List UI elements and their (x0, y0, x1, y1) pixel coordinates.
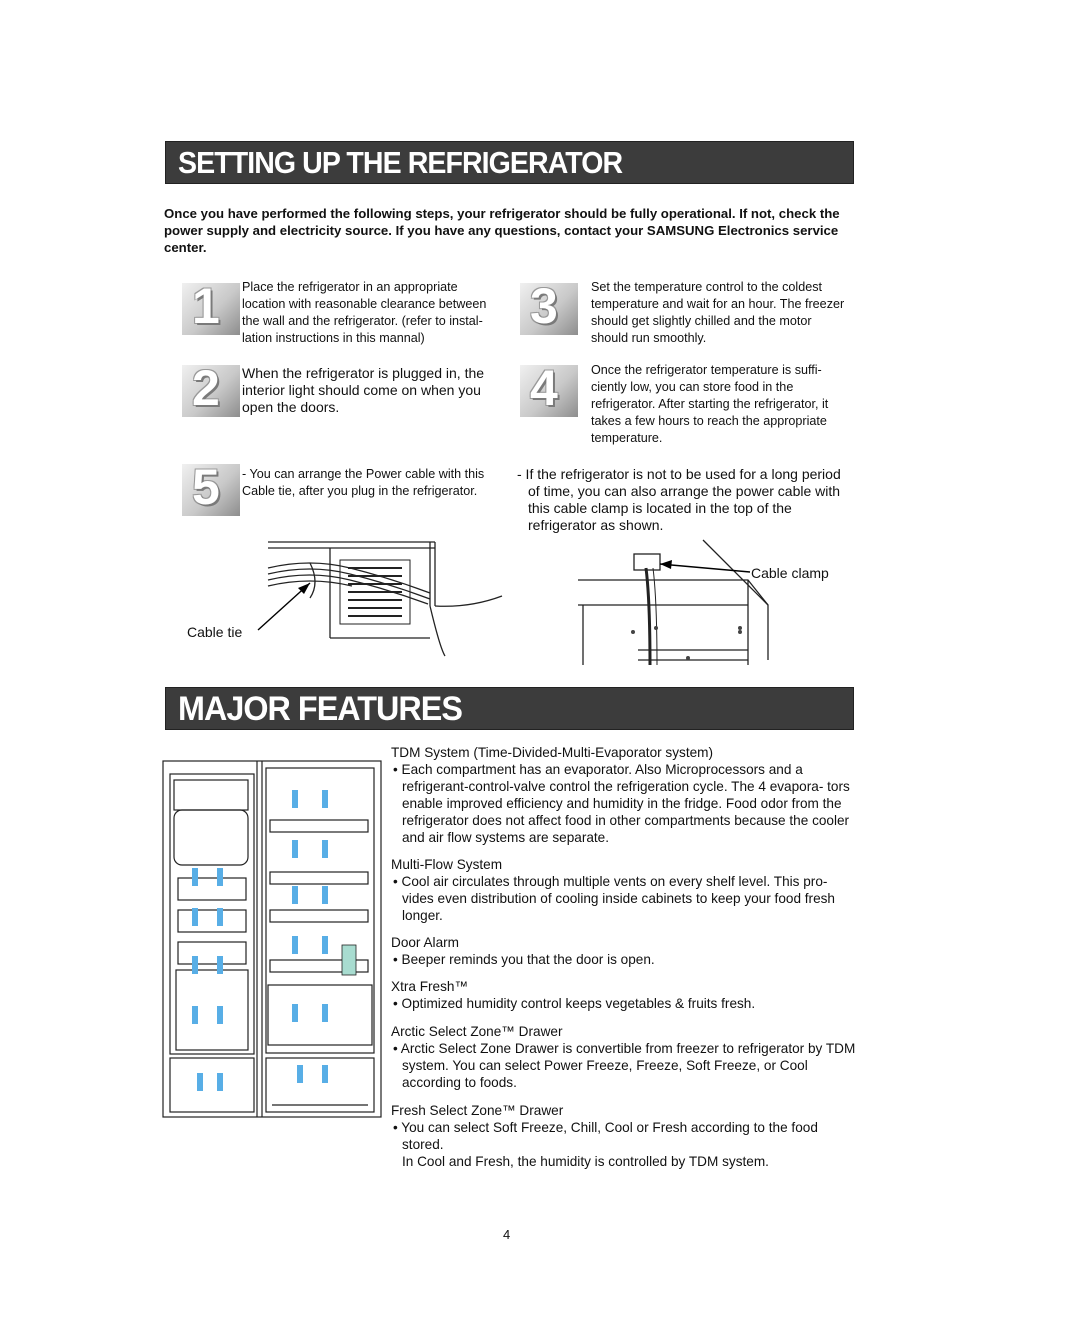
cable-tie-illustration (257, 541, 503, 657)
step-5-text: - You can arrange the Power cable with t… (242, 467, 485, 498)
setup-title-banner: SETTING UP THE REFRIGERATOR (165, 141, 854, 184)
setup-intro: Once you have performed the following st… (164, 206, 840, 255)
cable-clamp-label: Cable clamp (751, 565, 829, 581)
feature-heading: Arctic Select Zone™ Drawer (391, 1024, 563, 1039)
feature-fresh-select: Fresh Select Zone™ Drawer • You can sele… (391, 1102, 861, 1170)
feature-arctic-select: Arctic Select Zone™ Drawer • Arctic Sele… (391, 1023, 861, 1091)
step-number-badge: 5 (182, 459, 240, 516)
step-4-text: Once the refrigerator temperature is suf… (591, 363, 829, 445)
feature-extra: In Cool and Fresh, the humidity is contr… (402, 1154, 769, 1169)
feature-heading: Fresh Select Zone™ Drawer (391, 1103, 564, 1118)
cable-clamp-illustration (578, 539, 769, 666)
step-number-badge: 1 (182, 278, 240, 335)
feature-body: • You can select Soft Freeze, Chill, Coo… (393, 1120, 818, 1152)
feature-xtra-fresh: Xtra Fresh™ • Optimized humidity control… (391, 978, 861, 1012)
setup-title: SETTING UP THE REFRIGERATOR (178, 145, 623, 180)
refrigerator-illustration (162, 760, 382, 1118)
feature-multi-flow: Multi-Flow System • Cool air circulates … (391, 856, 861, 924)
step-number-badge: 4 (520, 360, 578, 417)
feature-body: • Each compartment has an evaporator. Al… (393, 762, 850, 845)
step-1-text: Place the refrigerator in an appropriate… (242, 280, 487, 345)
feature-door-alarm: Door Alarm • Beeper reminds you that the… (391, 934, 861, 968)
feature-heading: Multi-Flow System (391, 857, 503, 872)
page-number: 4 (503, 1227, 511, 1242)
cable-tie-label: Cable tie (187, 624, 243, 640)
feature-body: • Arctic Select Zone Drawer is convertib… (393, 1041, 856, 1090)
cable-clamp-note: - If the refrigerator is not to be used … (517, 466, 841, 533)
step-number-badge: 3 (520, 278, 578, 335)
features-title: MAJOR FEATURES (178, 690, 463, 728)
feature-body: • Beeper reminds you that the door is op… (393, 952, 655, 967)
feature-tdm: TDM System (Time-Divided-Multi-Evaporato… (391, 744, 861, 846)
feature-heading: TDM System (Time-Divided-Multi-Evaporato… (391, 745, 714, 760)
feature-heading: Xtra Fresh™ (391, 979, 469, 994)
step-number-badge: 2 (182, 360, 240, 417)
step-3-text: Set the temperature control to the colde… (591, 280, 845, 345)
feature-body: • Optimized humidity control keeps veget… (393, 996, 756, 1011)
step-2-text: When the refrigerator is plugged in, the… (242, 365, 485, 415)
features-title-banner: MAJOR FEATURES (165, 687, 854, 730)
feature-heading: Door Alarm (391, 935, 459, 950)
feature-body: • Cool air circulates through multiple v… (393, 874, 835, 923)
